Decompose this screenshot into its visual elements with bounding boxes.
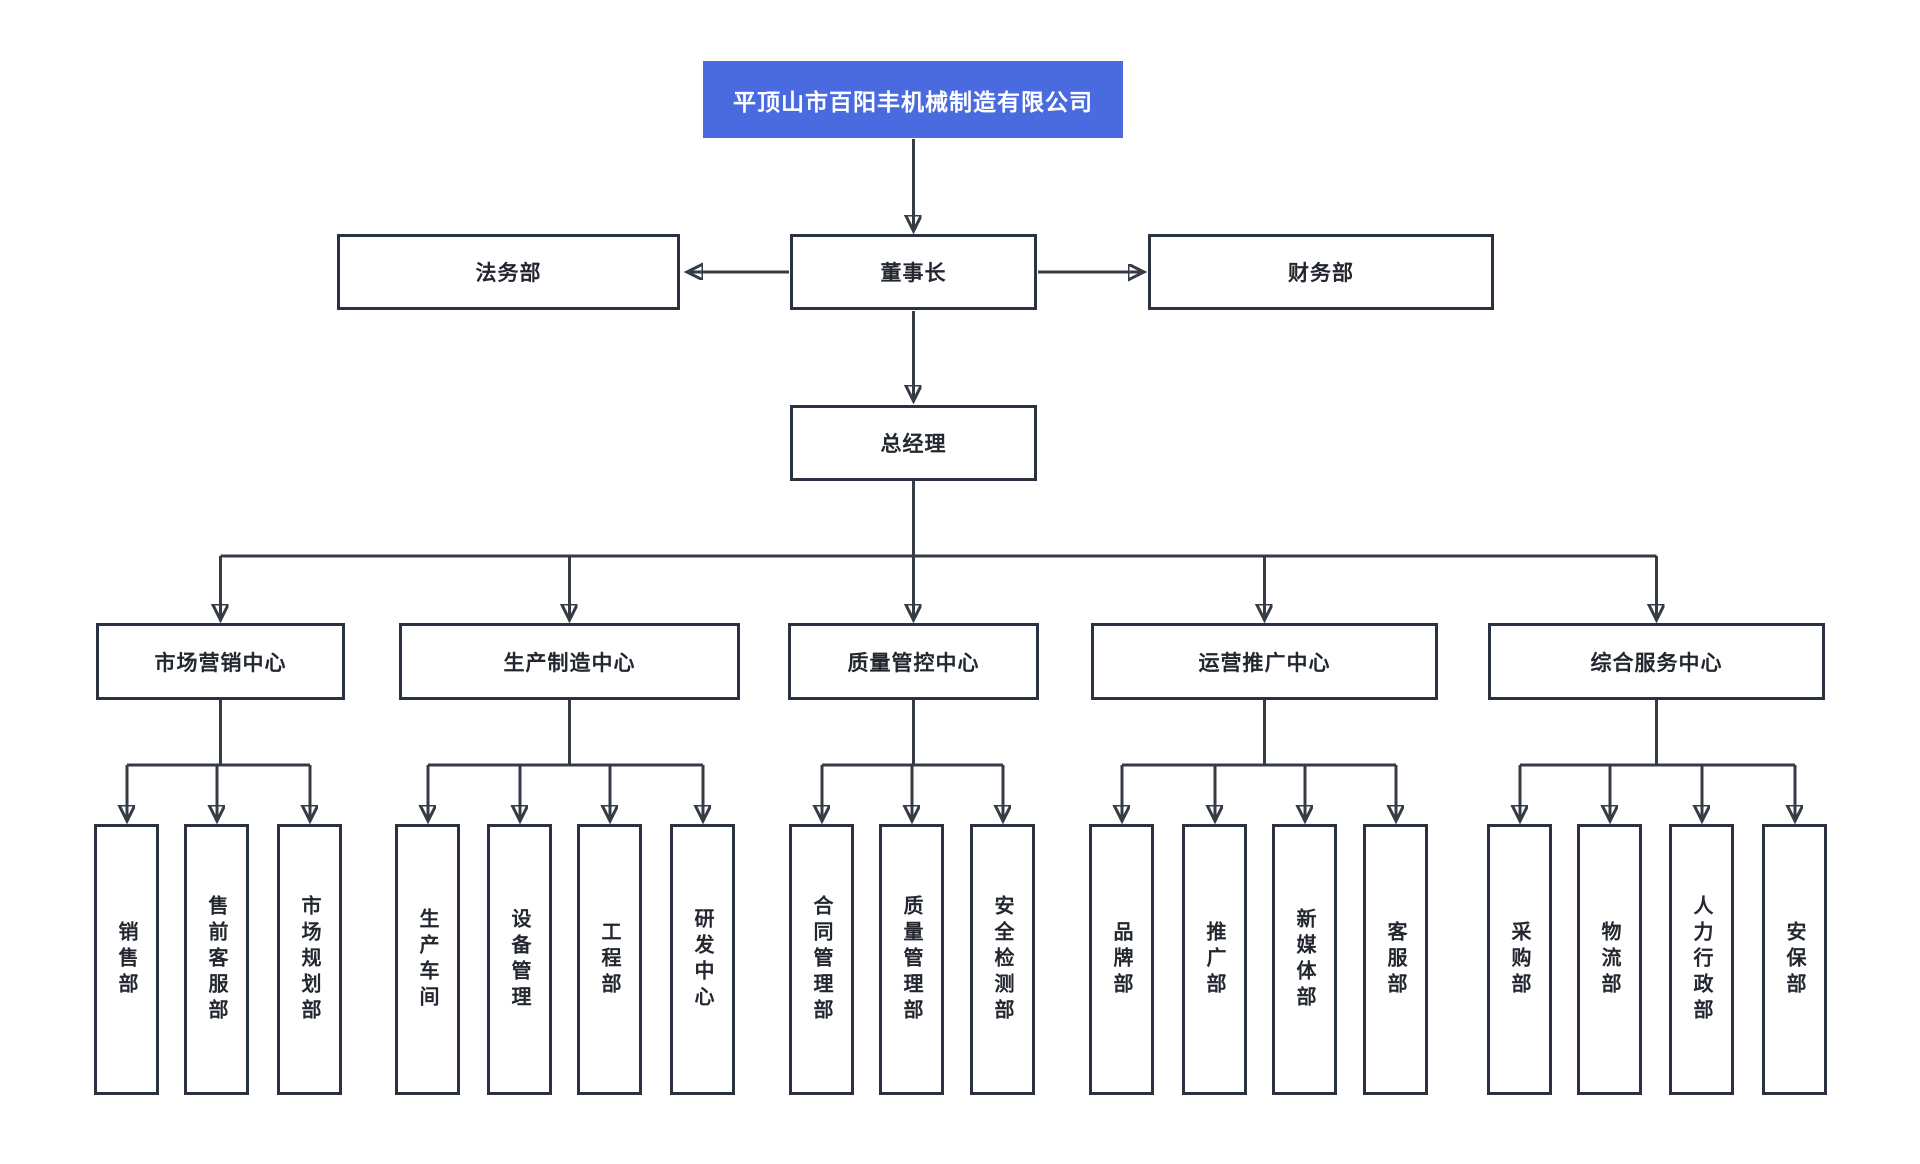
org-node-general-services-center[interactable]: 综合服务中心 <box>1488 623 1825 700</box>
org-node-engineering-dept[interactable]: 工程部 <box>577 824 642 1095</box>
org-node-logistics-dept[interactable]: 物流部 <box>1577 824 1642 1095</box>
org-node-rd-center[interactable]: 研发中心 <box>670 824 735 1095</box>
org-node-chairman[interactable]: 董事长 <box>790 234 1037 310</box>
org-node-finance-dept[interactable]: 财务部 <box>1148 234 1494 310</box>
org-node-brand-dept[interactable]: 品牌部 <box>1089 824 1154 1095</box>
org-node-security-dept[interactable]: 安保部 <box>1762 824 1827 1095</box>
org-node-quality-center[interactable]: 质量管控中心 <box>788 623 1039 700</box>
org-node-company-root[interactable]: 平顶山市百阳丰机械制造有限公司 <box>703 61 1123 138</box>
org-node-operations-center[interactable]: 运营推广中心 <box>1091 623 1438 700</box>
org-node-general-manager[interactable]: 总经理 <box>790 405 1037 481</box>
org-node-promotion-dept[interactable]: 推广部 <box>1182 824 1247 1095</box>
org-node-new-media-dept[interactable]: 新媒体部 <box>1272 824 1337 1095</box>
org-node-safety-inspection-dept[interactable]: 安全检测部 <box>970 824 1035 1095</box>
org-node-market-planning-dept[interactable]: 市场规划部 <box>277 824 342 1095</box>
org-node-procurement-dept[interactable]: 采购部 <box>1487 824 1552 1095</box>
org-node-contract-management-dept[interactable]: 合同管理部 <box>789 824 854 1095</box>
org-node-hr-admin-dept[interactable]: 人力行政部 <box>1669 824 1734 1095</box>
org-node-production-center[interactable]: 生产制造中心 <box>399 623 740 700</box>
org-node-quality-management-dept[interactable]: 质量管理部 <box>879 824 944 1095</box>
org-node-sales-dept[interactable]: 销售部 <box>94 824 159 1095</box>
org-node-marketing-center[interactable]: 市场营销中心 <box>96 623 345 700</box>
org-node-equipment-management[interactable]: 设备管理 <box>487 824 552 1095</box>
org-node-legal-dept[interactable]: 法务部 <box>337 234 680 310</box>
org-node-presales-service-dept[interactable]: 售前客服部 <box>184 824 249 1095</box>
org-node-customer-service-dept[interactable]: 客服部 <box>1363 824 1428 1095</box>
org-node-production-workshop[interactable]: 生产车间 <box>395 824 460 1095</box>
